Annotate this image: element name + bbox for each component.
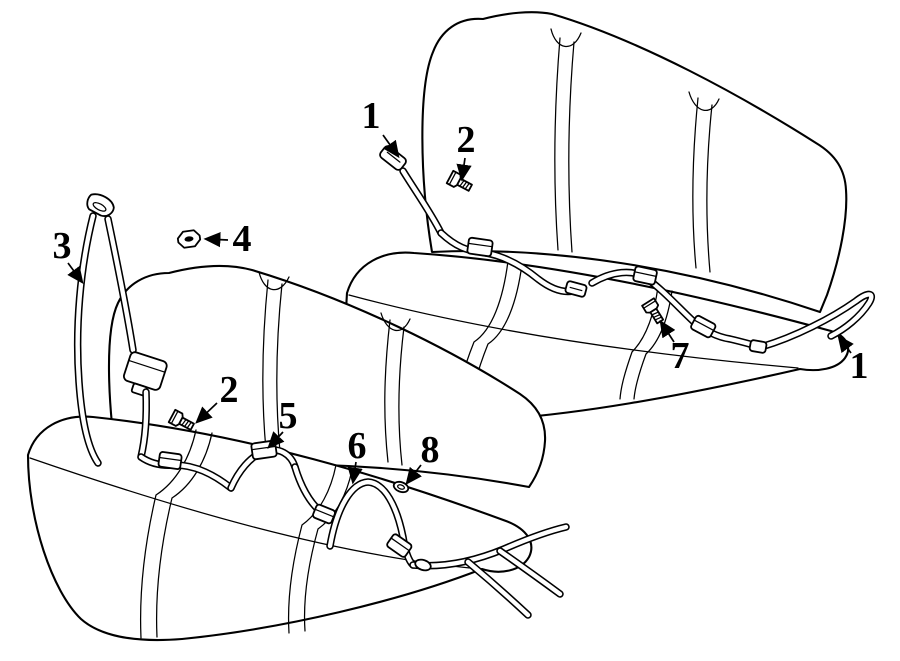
callout-8-washer-ring: 8 [420, 429, 440, 471]
callout-5-buckle: 5 [278, 395, 298, 437]
callout-4-hex-nut: 4 [232, 218, 252, 260]
front-bench-cushion [26, 415, 533, 642]
belt-buckle [690, 314, 717, 339]
callout-1-outer-belt: 1 [849, 345, 869, 387]
belt-buckle [466, 236, 494, 258]
callout-2-front-bolt: 2 [219, 369, 239, 411]
rear-bench-backrest [421, 11, 848, 314]
belt-buckle [386, 533, 413, 558]
belt-buckle [632, 265, 658, 286]
shoulder-belt-d-ring [86, 193, 115, 217]
front-seat-belt-assembly [73, 193, 570, 619]
callout-1-rear-belt-end: 1 [361, 95, 381, 137]
callout-7-center-bolt: 7 [670, 335, 690, 377]
hex-bolt-center [641, 297, 665, 325]
callout-3-shoulder-belt: 3 [52, 225, 72, 267]
hex-bolt-lower [167, 408, 195, 431]
callout-2-rear-bolt: 2 [456, 119, 476, 161]
callout-6-center-belt: 6 [347, 425, 367, 467]
belt-buckle [157, 451, 183, 470]
rear-seat-belt-assembly [379, 145, 875, 354]
front-bench-backrest [107, 264, 547, 489]
washer-ring [392, 480, 410, 494]
belt-latch-plate [564, 280, 588, 298]
belt-latch-plate [312, 503, 336, 525]
hex-nut [176, 229, 202, 249]
belt-anchor-grommet [414, 558, 432, 572]
belt-anchor [748, 339, 768, 354]
callout-arrows [67, 134, 854, 486]
